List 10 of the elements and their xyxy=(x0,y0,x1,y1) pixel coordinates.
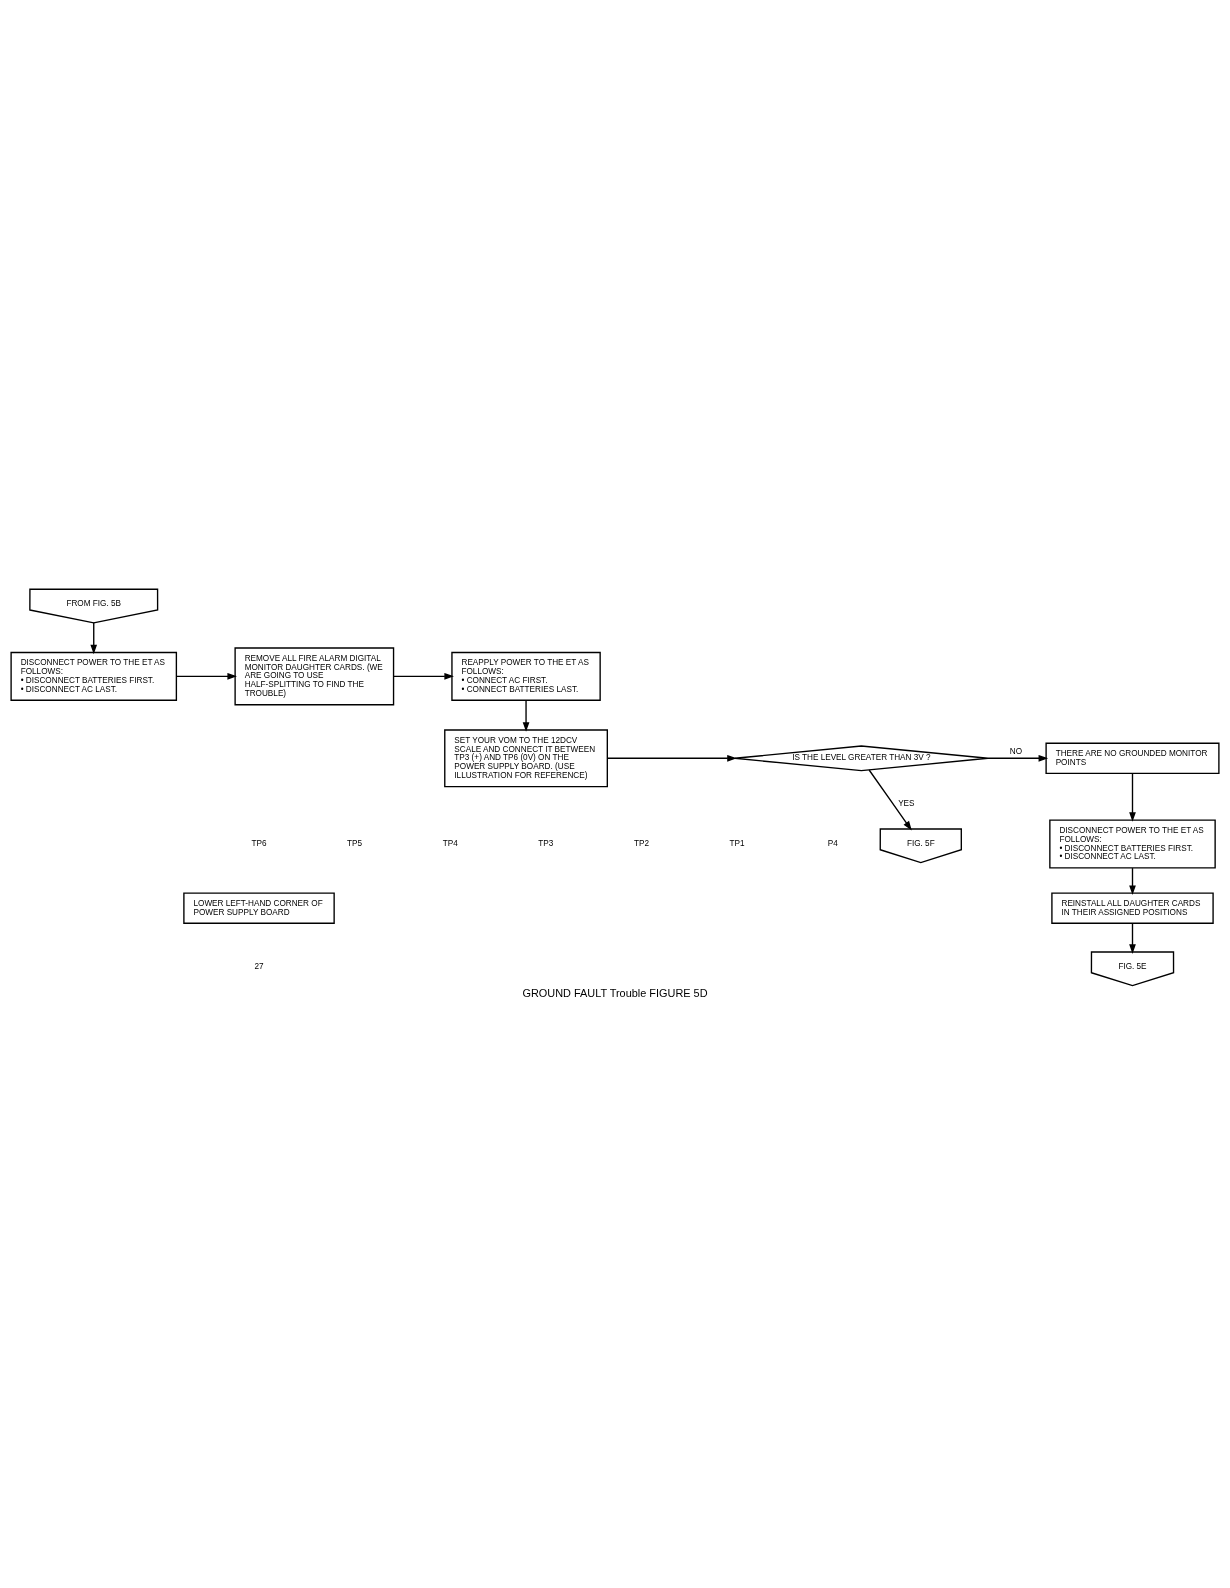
arrow xyxy=(1129,922,1136,954)
arrow xyxy=(868,768,912,831)
arrow xyxy=(90,621,98,654)
arrow xyxy=(987,754,1049,762)
arrow xyxy=(393,672,454,680)
arrow xyxy=(175,672,237,680)
arrow xyxy=(606,754,737,762)
caption: GROUND FAULT Trouble FIGURE 5D xyxy=(522,986,708,999)
arrow xyxy=(522,699,530,732)
arrow xyxy=(1129,772,1136,822)
